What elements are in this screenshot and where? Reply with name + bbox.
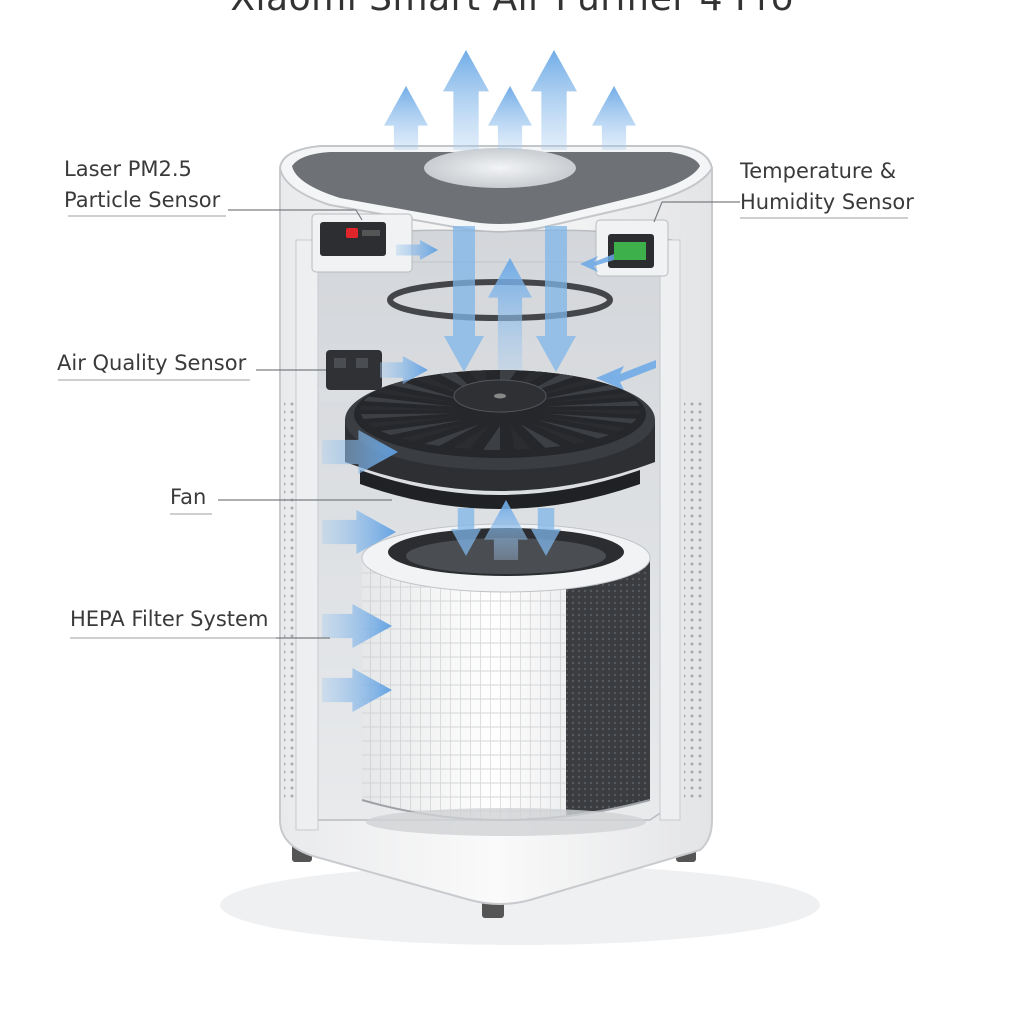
airflow-arrow	[531, 50, 577, 150]
fan-blade	[520, 424, 561, 448]
airflow-arrow	[580, 254, 614, 272]
fan-blade	[529, 422, 588, 445]
airflow-arrow-icon	[322, 50, 656, 712]
fan-blade	[537, 419, 610, 439]
fan-blade	[543, 392, 633, 404]
fan-blade	[543, 416, 627, 432]
airflow-arrow	[384, 86, 428, 150]
airflow-arrow	[592, 86, 636, 150]
airflow-arrow	[322, 668, 392, 712]
fan-blade	[380, 419, 463, 435]
fan-blade	[360, 405, 452, 410]
fan-blade	[452, 425, 490, 449]
airflow-arrow	[536, 226, 576, 372]
temp-humidity-display-icon	[595, 219, 669, 277]
temp-humidity-label-line1: Temperature &	[740, 159, 897, 183]
air-quality-sensor-label: Air Quality Sensor	[57, 351, 247, 375]
fan-blade	[546, 401, 640, 407]
airflow-arrow	[396, 240, 438, 260]
fan-blade	[483, 426, 500, 450]
airflow-arrow	[322, 510, 396, 554]
fan-blade	[400, 422, 471, 442]
fan-blade	[537, 385, 620, 401]
laser-sensor-label: Laser PM2.5 Particle Sensor	[64, 154, 220, 216]
fan-blade	[363, 396, 454, 407]
laser-sensor-label-line1: Laser PM2.5	[64, 157, 192, 181]
fan-blade	[529, 378, 600, 398]
airflow-arrow	[322, 604, 392, 648]
hepa-filter-label: HEPA Filter System	[70, 607, 269, 631]
fan-blade	[424, 424, 480, 447]
fan-blade	[510, 425, 532, 450]
fan-blade	[390, 381, 463, 401]
hepa-filter-icon	[361, 523, 651, 836]
laser-sensor-icon	[311, 213, 413, 273]
airflow-arrow	[488, 258, 532, 370]
airflow-arrow	[444, 226, 484, 372]
airflow-arrow	[451, 508, 481, 556]
airflow-arrow	[484, 500, 528, 560]
fan-blade	[548, 410, 640, 415]
airflow-arrow	[443, 50, 489, 150]
fan-blade	[373, 388, 457, 404]
fan-blade	[360, 413, 454, 419]
fan-blade	[546, 413, 637, 424]
airflow-arrow	[322, 430, 398, 474]
fan-label: Fan	[170, 485, 207, 509]
temp-humidity-label: Temperature & Humidity Sensor	[740, 156, 914, 218]
fan-icon	[345, 370, 655, 509]
page-title: Xiaomi Smart Air Purifier 4 Pro	[0, 0, 1024, 19]
airflow-arrow	[488, 86, 532, 150]
laser-sensor-label-line2: Particle Sensor	[64, 188, 221, 212]
airflow-arrow	[531, 508, 561, 556]
temp-humidity-label-line2: Humidity Sensor	[740, 190, 914, 214]
airflow-arrow	[380, 356, 428, 384]
airflow-arrow	[596, 360, 656, 390]
fan-blade	[367, 416, 457, 428]
